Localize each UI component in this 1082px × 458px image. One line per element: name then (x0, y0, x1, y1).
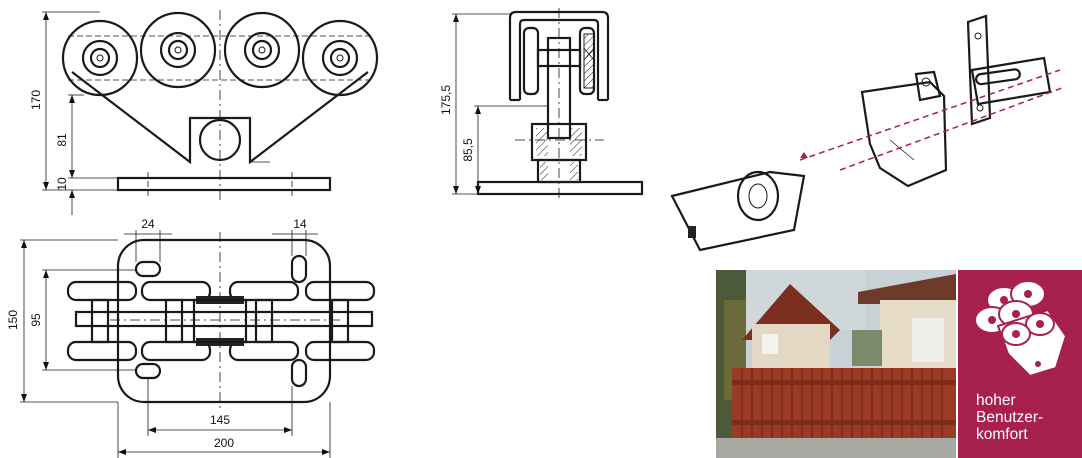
dim-top-holes: 145 (210, 413, 230, 427)
dim-top-left-slot: 24 (141, 217, 155, 231)
top-view: 150 95 24 14 145 200 (6, 217, 376, 458)
front-roller-1 (61, 19, 139, 97)
sliding-gate-photo (716, 270, 956, 458)
front-roller-4 (301, 19, 379, 97)
dim-top-overall: 200 (214, 436, 234, 450)
feature-line-2: Benutzer- (976, 409, 1044, 426)
side-view: 175,5 85,5 (439, 8, 644, 200)
dim-side-mid: 85,5 (461, 138, 475, 162)
dim-side-height: 175,5 (439, 85, 453, 115)
dim-front-height: 170 (29, 90, 43, 110)
feature-panel: hoher Benutzer- komfort (958, 270, 1082, 458)
front-view: 170 81 10 (29, 10, 379, 215)
feature-line-1: hoher (976, 392, 1016, 409)
dim-top-width: 150 (6, 310, 20, 330)
front-roller-3 (223, 11, 301, 89)
dim-front-mid: 81 (55, 133, 69, 147)
front-roller-2 (139, 11, 217, 89)
isometric-assembly (670, 14, 1063, 252)
dim-top-right-slot: 14 (293, 217, 307, 231)
dim-top-inner: 95 (29, 313, 43, 327)
dim-front-base: 10 (55, 177, 69, 191)
feature-line-3: komfort (976, 426, 1028, 443)
roller-carriage-icon (974, 280, 1068, 378)
